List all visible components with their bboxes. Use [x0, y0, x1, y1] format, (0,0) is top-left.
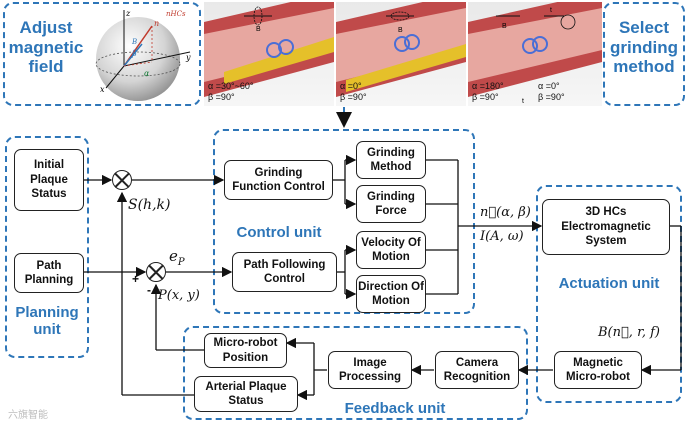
- vessel-1-art: B: [204, 2, 334, 97]
- vessel-3-b-label: B: [502, 23, 507, 30]
- adjust-field-panel: [3, 2, 201, 106]
- nhcs-label: nHCs: [166, 10, 186, 18]
- hcs-electromagnetic-system-block: 3D HCs Electromagnetic System: [542, 199, 670, 255]
- arterial-plaque-status-block: Arterial Plaque Status: [194, 376, 298, 412]
- sphere-equator: [95, 51, 181, 77]
- n-label: n: [154, 19, 159, 28]
- alpha-label: α: [144, 69, 150, 78]
- path-planning-block: Path Planning: [14, 253, 84, 293]
- s-hk-label: S(h,k): [128, 197, 171, 213]
- path-following-control-block: Path Following Control: [232, 252, 337, 292]
- vessel-2-b-label: B: [398, 27, 403, 34]
- plus-sign: +: [132, 272, 140, 286]
- vessel-image-1: B α =30°~60° β =90°: [204, 2, 334, 106]
- b-label: B: [131, 38, 137, 46]
- initial-plaque-status-block: Initial Plaque Status: [14, 149, 84, 211]
- summing-junction-2: [146, 262, 166, 282]
- ep-subscript: P: [177, 257, 185, 268]
- z-label: z: [125, 9, 131, 18]
- b-vector: [123, 43, 143, 67]
- x-axis: [105, 65, 125, 89]
- grinding-method-block: Grinding Method: [356, 141, 426, 179]
- y-axis: [123, 51, 191, 67]
- magnetic-sphere-diagram: z y x n B α β nHCs: [95, 9, 191, 101]
- b-nrf-label: B(n⃗, r, f): [598, 325, 660, 340]
- actuation-unit-label: Actuation unit: [558, 275, 660, 292]
- image-processing-block: Image Processing: [328, 351, 412, 389]
- minus-sign: -: [147, 283, 151, 297]
- sphere: [96, 17, 180, 101]
- micro-robot-position-block: Micro-robot Position: [204, 333, 287, 368]
- x-label: x: [100, 85, 105, 94]
- vessel-3-angles-left: α =180° β =90°: [472, 81, 504, 103]
- select-method-label: Select grinding method: [610, 18, 678, 77]
- n-alpha-beta-label: n⃗(α, β): [480, 205, 531, 220]
- feedback-unit-label: Feedback unit: [344, 400, 446, 417]
- grinding-function-control-block: Grinding Function Control: [224, 160, 333, 200]
- i-a-omega-label: I(A, ω): [480, 229, 524, 244]
- projection-2: [123, 61, 153, 67]
- vessel-3-art: B t t: [468, 2, 602, 105]
- ep-label: eP: [169, 247, 185, 268]
- y-label: y: [185, 53, 191, 62]
- vessel-3-t2-label: t: [522, 98, 524, 105]
- velocity-of-motion-block: Velocity Of Motion: [356, 231, 426, 269]
- summing-junction-1: [112, 170, 132, 190]
- watermark: 六旗智能: [8, 410, 48, 421]
- vessel-2-angles: α =0° β =90°: [340, 81, 367, 103]
- camera-recognition-block: Camera Recognition: [435, 351, 519, 389]
- planning-unit-frame: [5, 136, 89, 358]
- adjust-field-label: Adjust magnetic field: [8, 18, 84, 77]
- planning-unit-label: Planning unit: [15, 304, 79, 339]
- vessel-image-3: B t t α =180° β =90° α =0° β =90°: [468, 2, 602, 106]
- beta-label: β: [131, 49, 137, 58]
- ep-symbol: e: [169, 247, 178, 265]
- p-xy-label: P(x, y): [158, 288, 200, 303]
- vessel-1-angles: α =30°~60° β =90°: [208, 81, 254, 103]
- magnetic-micro-robot-block: Magnetic Micro-robot: [554, 351, 642, 389]
- vessel-3-angles-right: α =0° β =90°: [538, 81, 565, 103]
- vessel-1-b-label: B: [256, 26, 261, 33]
- vessel-2-art: B: [336, 2, 466, 97]
- select-method-panel: [603, 2, 685, 106]
- control-unit-label: Control unit: [236, 224, 322, 241]
- control-unit-frame: [213, 129, 475, 314]
- vessel-image-2: B α =0° β =90°: [336, 2, 466, 106]
- grinding-force-block: Grinding Force: [356, 185, 426, 223]
- vessel-3-t-label: t: [550, 7, 552, 14]
- direction-of-motion-block: Direction Of Motion: [356, 275, 426, 313]
